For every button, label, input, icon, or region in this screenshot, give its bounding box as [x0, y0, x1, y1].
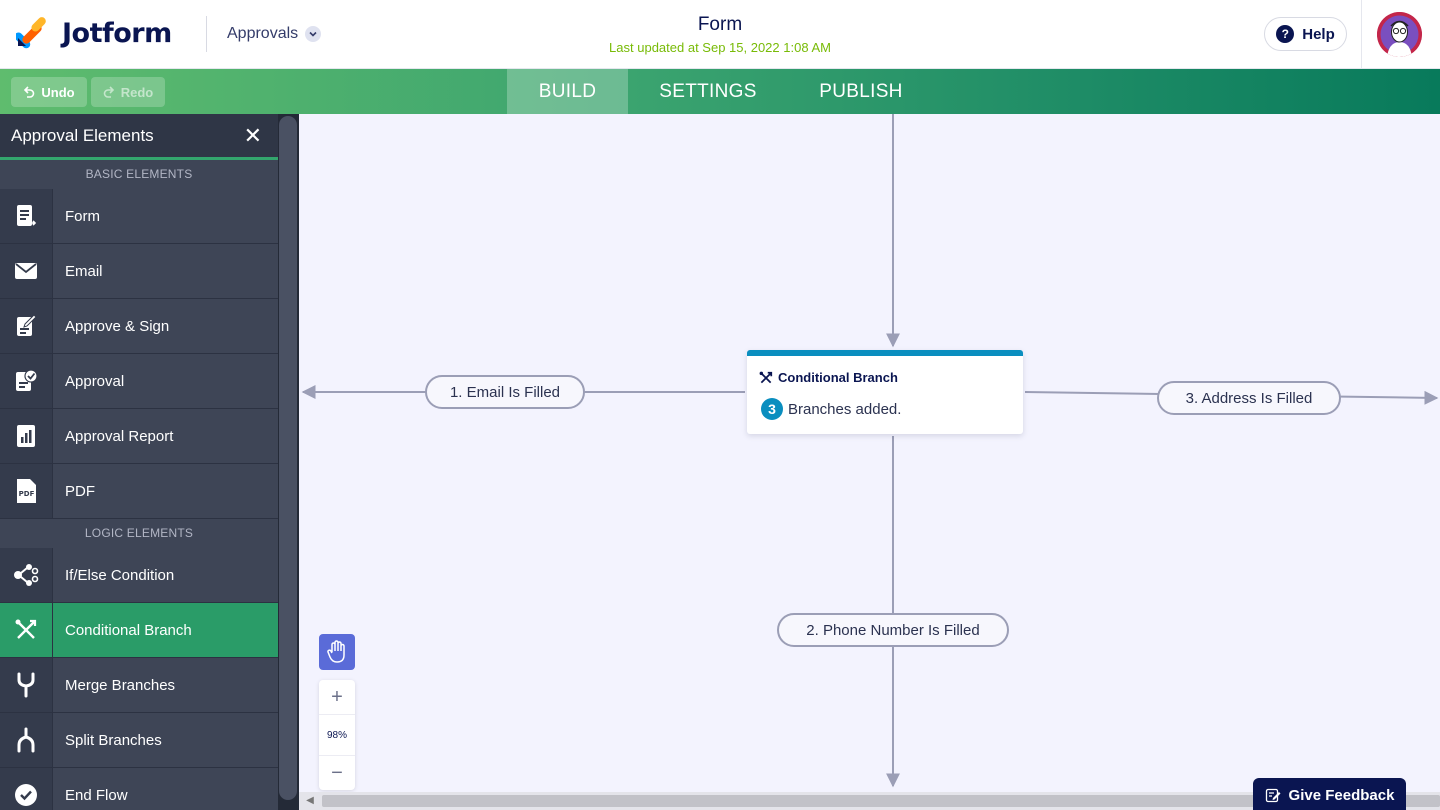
report-icon — [17, 425, 35, 447]
branch-count-badge: 3 — [761, 398, 783, 420]
conditional-branch-icon — [15, 619, 37, 639]
sidebar-item-label: Split Branches — [65, 731, 162, 749]
node-header: Conditional Branch — [759, 370, 898, 385]
sidebar-item-end-flow[interactable]: End Flow — [0, 768, 278, 810]
sidebar-item-label: Email — [65, 262, 103, 280]
form-title-block: Form Last updated at Sep 15, 2022 1:08 A… — [520, 13, 920, 55]
zoom-in-button[interactable]: + — [331, 685, 343, 708]
redo-label: Redo — [120, 84, 154, 100]
jotform-logo-icon — [16, 17, 46, 49]
sidebar-item-conditional-branch[interactable]: Conditional Branch — [0, 603, 278, 658]
branch-label-address[interactable]: 3. Address Is Filled — [1157, 381, 1341, 415]
end-flow-icon — [15, 784, 37, 806]
sidebar-item-label: Approve & Sign — [65, 317, 170, 335]
sidebar-item-merge-branches[interactable]: Merge Branches — [0, 658, 278, 713]
svg-text:PDF: PDF — [19, 490, 35, 498]
hand-icon — [327, 640, 345, 663]
logic-elements-heading: LOGIC ELEMENTS — [0, 519, 278, 548]
flow-connectors — [301, 114, 1439, 788]
email-icon — [15, 263, 37, 279]
conditional-branch-icon — [759, 371, 773, 383]
approval-elements-panel: Approval Elements ✕ BASIC ELEMENTS Form … — [0, 114, 278, 810]
zoom-controls: + 98% − — [319, 680, 355, 790]
help-button[interactable]: ? Help — [1264, 17, 1347, 51]
sidebar-item-form[interactable]: Form — [0, 189, 278, 244]
header-divider-right — [1361, 0, 1362, 69]
sidebar-item-approval[interactable]: Approval — [0, 354, 278, 409]
split-icon — [17, 727, 35, 753]
tab-publish[interactable]: PUBLISH — [819, 80, 903, 102]
logo-text: Jotform — [62, 17, 172, 49]
approve-sign-icon — [17, 314, 37, 336]
undo-button[interactable]: Undo — [11, 77, 87, 107]
sidebar-item-approval-report[interactable]: Approval Report — [0, 409, 278, 464]
approval-icon — [16, 369, 38, 391]
flow-canvas[interactable]: 1. Email Is Filled 3. Address Is Filled … — [299, 114, 1440, 810]
sidebar-item-pdf[interactable]: PDF PDF — [0, 464, 278, 519]
builder-navbar: Undo Redo BUILD SETTINGS PUBLISH — [0, 69, 1440, 114]
scroll-left-icon[interactable]: ◀ — [306, 795, 314, 806]
page-title: Form — [697, 14, 743, 35]
branch-label-email[interactable]: 1. Email Is Filled — [425, 375, 585, 409]
node-summary: 3 Branches added. — [761, 398, 901, 420]
branch-summary-text: Branches added. — [788, 400, 902, 418]
zoom-out-button[interactable]: − — [331, 761, 343, 784]
help-icon: ? — [1276, 25, 1295, 43]
sidebar-item-label: Merge Branches — [65, 676, 176, 694]
panel-header: Approval Elements ✕ — [0, 114, 278, 160]
sidebar-item-approve-sign[interactable]: Approve & Sign — [0, 299, 278, 354]
sidebar-item-label: Form — [65, 207, 100, 225]
feedback-icon — [1265, 788, 1281, 803]
merge-icon — [17, 672, 35, 698]
sidebar-scrollbar[interactable] — [279, 116, 297, 800]
basic-elements-heading: BASIC ELEMENTS — [0, 160, 278, 189]
canvas-scrollbar[interactable] — [322, 795, 1440, 807]
last-updated-text: Last updated at Sep 15, 2022 1:08 AM — [609, 40, 831, 55]
sidebar-item-label: Approval — [65, 372, 125, 390]
redo-icon — [103, 86, 114, 98]
pdf-icon: PDF — [17, 479, 36, 503]
if-else-icon — [14, 564, 39, 586]
sidebar-item-if-else[interactable]: If/Else Condition — [0, 548, 278, 603]
app-selector[interactable]: Approvals — [227, 25, 322, 43]
sidebar-item-label: End Flow — [65, 786, 128, 804]
form-icon — [17, 205, 37, 226]
pan-tool-button[interactable] — [319, 634, 355, 670]
app-selector-label: Approvals — [227, 25, 299, 42]
sidebar-item-label: PDF — [65, 482, 95, 500]
top-header: Jotform Approvals Form Last updated at S… — [0, 0, 1440, 69]
zoom-level: 98% — [319, 714, 355, 756]
undo-icon — [24, 86, 35, 98]
header-divider — [206, 16, 207, 52]
redo-button[interactable]: Redo — [91, 77, 165, 107]
feedback-label: Give Feedback — [1288, 786, 1395, 804]
avatar-icon — [1377, 12, 1422, 57]
conditional-branch-node[interactable]: Conditional Branch 3 Branches added. — [747, 350, 1023, 434]
panel-title: Approval Elements — [11, 125, 154, 145]
sidebar-item-label: Conditional Branch — [65, 621, 192, 639]
jotform-logo[interactable]: Jotform — [16, 16, 172, 50]
sidebar-item-label: If/Else Condition — [65, 566, 175, 584]
chevron-down-icon — [305, 26, 322, 42]
sidebar-item-email[interactable]: Email — [0, 244, 278, 299]
undo-label: Undo — [41, 84, 75, 100]
node-title: Conditional Branch — [778, 370, 898, 385]
help-label: Help — [1302, 25, 1335, 43]
tab-settings[interactable]: SETTINGS — [659, 80, 757, 102]
close-icon[interactable]: ✕ — [243, 122, 262, 148]
branch-label-phone[interactable]: 2. Phone Number Is Filled — [777, 613, 1009, 647]
avatar[interactable] — [1377, 12, 1422, 57]
sidebar-item-label: Approval Report — [65, 427, 174, 445]
give-feedback-button[interactable]: Give Feedback — [1253, 778, 1406, 810]
tab-build[interactable]: BUILD — [507, 69, 628, 114]
sidebar-item-split-branches[interactable]: Split Branches — [0, 713, 278, 768]
